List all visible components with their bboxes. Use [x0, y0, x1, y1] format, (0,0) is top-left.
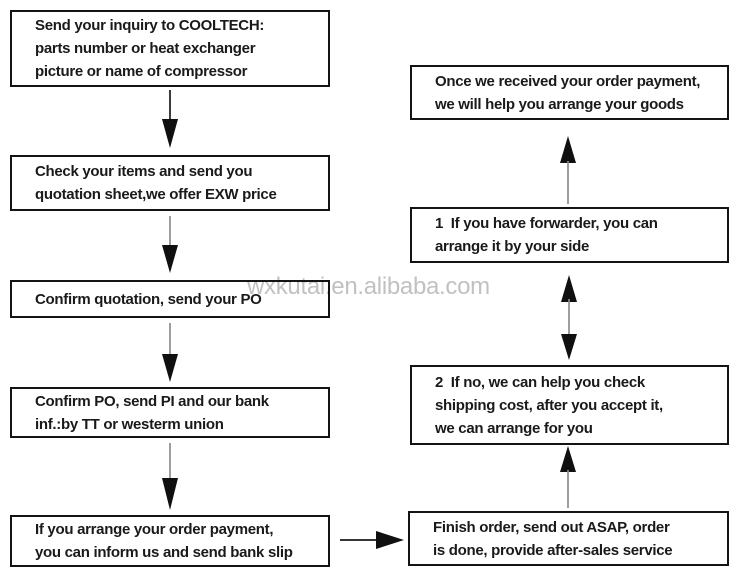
arrow-up-forwarder-to-received	[560, 136, 576, 204]
flow-box-confirm-quotation: Confirm quotation, send your PO	[10, 280, 330, 318]
flow-box-if-no-shipping: 2 If no, we can help you check shipping …	[410, 365, 729, 445]
flow-box-forwarder: 1 If you have forwarder, you can arrange…	[410, 207, 729, 263]
flow-box-inquiry: Send your inquiry to COOLTECH: parts num…	[10, 10, 330, 87]
arrow-double-shipping-forwarder	[561, 275, 577, 360]
flow-box-finish-order-text: Finish order, send out ASAP, order is do…	[433, 518, 673, 559]
flow-box-confirm-po-text: Confirm PO, send PI and our bank inf.:by…	[35, 392, 269, 433]
arrow-down-po-to-payment	[162, 443, 178, 510]
arrow-down-confirm-to-po	[162, 323, 178, 382]
arrow-up-finish-to-shipping	[560, 446, 576, 508]
flow-box-confirm-po: Confirm PO, send PI and our bank inf.:by…	[10, 387, 330, 438]
flow-box-confirm-quotation-text: Confirm quotation, send your PO	[35, 290, 262, 308]
arrow-right-payment-to-finish	[340, 531, 404, 549]
arrow-down-inquiry-to-quotation	[162, 90, 178, 148]
flow-box-forwarder-text: 1 If you have forwarder, you can arrange…	[435, 215, 658, 255]
flow-box-inquiry-text: Send your inquiry to COOLTECH: parts num…	[35, 17, 265, 80]
flow-box-finish-order: Finish order, send out ASAP, order is do…	[408, 511, 729, 566]
flow-box-arrange-payment-text: If you arrange your order payment, you c…	[35, 521, 293, 561]
flow-box-payment-received: Once we received your order payment, we …	[410, 65, 729, 120]
flow-box-arrange-payment: If you arrange your order payment, you c…	[10, 515, 330, 567]
flow-box-payment-received-text: Once we received your order payment, we …	[435, 72, 701, 113]
flow-box-quotation: Check your items and send you quotation …	[10, 155, 330, 211]
flow-box-quotation-text: Check your items and send you quotation …	[35, 163, 277, 203]
flow-box-if-no-shipping-text: 2 If no, we can help you check shipping …	[435, 373, 663, 437]
arrow-down-quotation-to-confirm	[162, 216, 178, 273]
